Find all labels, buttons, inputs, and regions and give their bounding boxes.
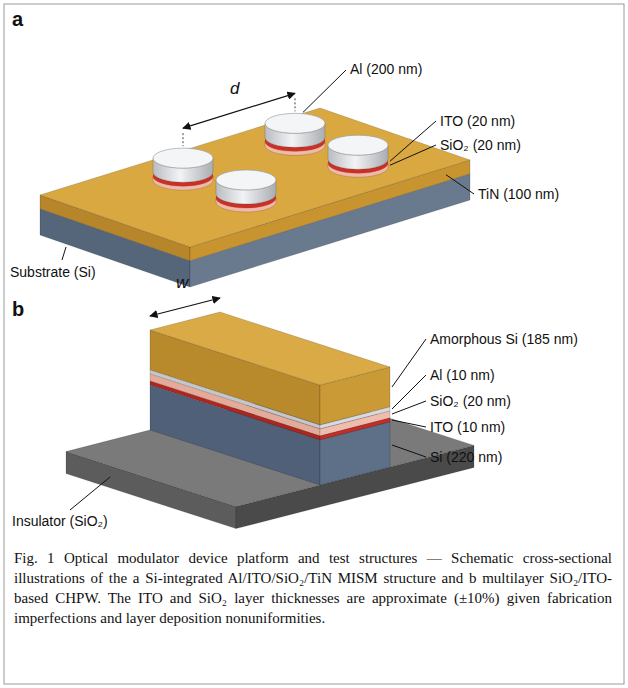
al-disk xyxy=(328,135,388,177)
leader-line xyxy=(392,445,426,457)
al-top xyxy=(328,135,388,155)
layer-label: SiO₂ (20 nm) xyxy=(430,392,511,410)
panel-letter: b xyxy=(12,300,24,318)
layer-label: ITO (10 nm) xyxy=(430,418,505,436)
extension-line xyxy=(183,133,184,146)
al-top xyxy=(153,148,213,168)
extension-line xyxy=(295,98,296,111)
panel-letter: a xyxy=(12,10,23,28)
dimension-arrow xyxy=(150,298,220,316)
si-layer xyxy=(320,422,390,485)
leader-line xyxy=(392,401,426,414)
leader-line xyxy=(392,375,426,409)
leader-line xyxy=(390,145,436,165)
figure-frame xyxy=(4,4,624,684)
leader-line xyxy=(70,477,110,510)
layer-label: Insulator (SiO₂) xyxy=(12,512,108,530)
al-disk xyxy=(216,170,276,212)
figure-caption: Fig. 1 Optical modulator device platform… xyxy=(14,548,612,628)
mism-structure xyxy=(40,108,470,287)
leader-line xyxy=(446,175,474,194)
dimension-label: w xyxy=(176,274,188,292)
leader-line xyxy=(62,247,66,260)
leader-line xyxy=(392,420,426,427)
chpw-structure xyxy=(66,312,474,529)
dimension-label: d xyxy=(230,80,239,98)
layer-label: Al (10 nm) xyxy=(430,366,495,384)
al-top xyxy=(265,113,325,133)
layer-label: Si (220 nm) xyxy=(430,448,502,466)
layer-label: SiO₂ (20 nm) xyxy=(440,136,521,154)
tin-top-face xyxy=(40,108,470,247)
layer-label: ITO (20 nm) xyxy=(440,112,515,130)
waveguide-top xyxy=(150,312,390,385)
si-layer xyxy=(150,385,320,485)
layer-label: Amorphous Si (185 nm) xyxy=(430,330,578,348)
dimension-arrow xyxy=(183,93,295,128)
layer-label: TiN (100 nm) xyxy=(478,185,559,203)
layer-label: Al (200 nm) xyxy=(350,60,422,78)
al-top xyxy=(216,170,276,190)
al-disk xyxy=(265,113,325,155)
leader-lines xyxy=(62,70,474,510)
leader-line xyxy=(303,70,346,112)
al-disk xyxy=(153,148,213,190)
layer-label: Substrate (Si) xyxy=(10,263,96,281)
